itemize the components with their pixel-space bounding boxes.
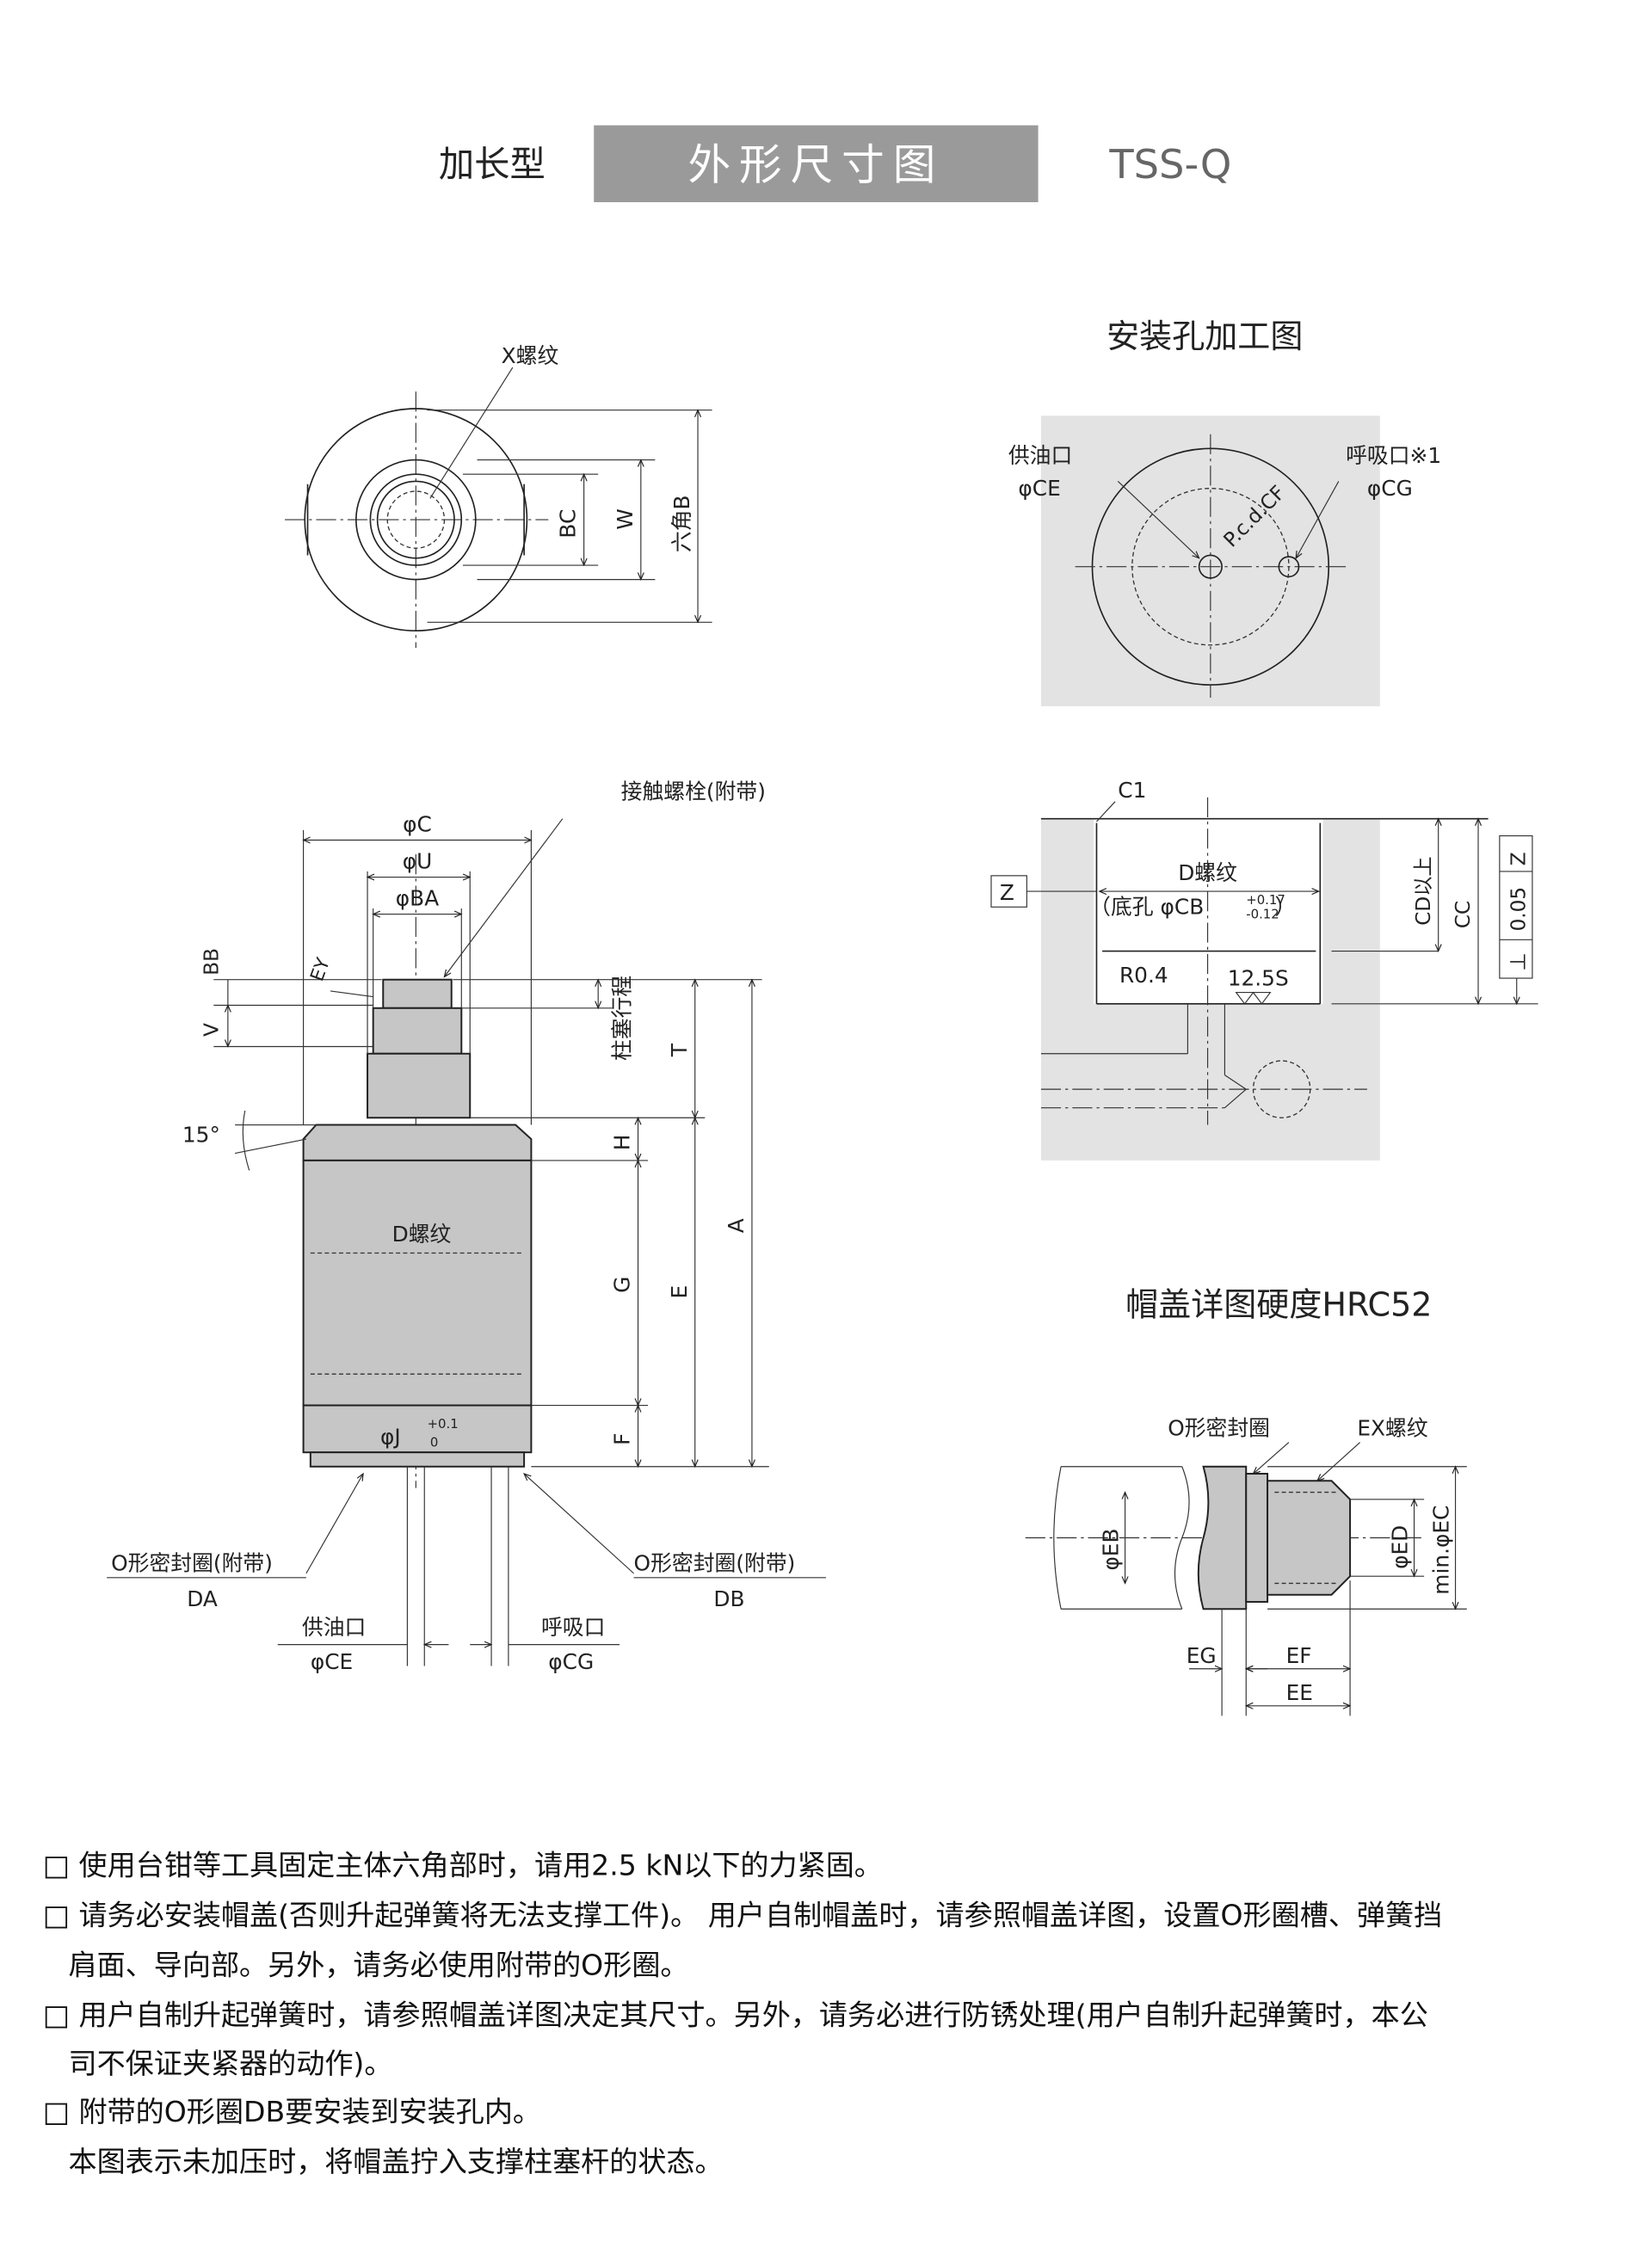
cap-thread-label: EX螺纹 xyxy=(1357,1415,1427,1440)
series-type: 加长型 xyxy=(439,144,546,185)
dim-bb: BB xyxy=(200,948,223,976)
oil-port-dia: φCE xyxy=(1018,476,1060,501)
cap-oring-label: O形密封圈 xyxy=(1168,1415,1270,1440)
note-4: □ 附带的O形圈DB要安装到安装孔内。 xyxy=(43,2095,541,2128)
oring-db-label: O形密封圈(附带) xyxy=(634,1551,796,1576)
perp-datum: Z xyxy=(1507,852,1531,865)
depth-label: CC xyxy=(1452,901,1475,928)
oring-db-code: DB xyxy=(713,1586,744,1611)
dia-j-label: φJ xyxy=(380,1424,401,1449)
notes: □ 使用台钳等工具固定主体六角部时，请用2.5 kN以下的力紧固。 □ 请务必安… xyxy=(43,1849,1442,2178)
pilot-hole-label: （底孔 φCB xyxy=(1089,895,1204,920)
dim-v: V xyxy=(200,1023,223,1037)
note-1: □ 使用台钳等工具固定主体六角部时，请用2.5 kN以下的力紧固。 xyxy=(43,1849,883,1882)
dim-t: T xyxy=(667,1043,692,1057)
note-5: 本图表示未加压时，将帽盖拧入支撑柱塞杆的状态。 xyxy=(68,2145,723,2178)
breath-port-label: 呼吸口※1 xyxy=(1346,443,1441,468)
dim-ee: EE xyxy=(1286,1680,1313,1705)
top-view: X螺纹 BC W 六角B xyxy=(285,343,712,649)
dim-bc: BC xyxy=(556,509,581,539)
side-view: D螺纹 φJ +0.1 0 φC φU φBA 接触螺栓(附带) BB V EY… xyxy=(107,779,827,1674)
chamfer-label: C1 xyxy=(1118,778,1146,803)
side-breath-port-label: 呼吸口 xyxy=(541,1615,605,1640)
depth-min-label: CD以上 xyxy=(1412,856,1435,925)
mount-hole-title: 安装孔加工图 xyxy=(1106,317,1303,355)
angle-label: 15° xyxy=(182,1122,220,1147)
oil-port-label: 供油口 xyxy=(1008,443,1072,468)
thread-x-label: X螺纹 xyxy=(502,343,559,368)
header: 加长型 外形尺寸图 TSS-Q xyxy=(439,125,1231,203)
note-3: □ 用户自制升起弹簧时，请参照帽盖详图决定其尺寸。另外，请务必进行防锈处理(用户… xyxy=(43,1998,1428,2032)
perp-value: 0.05 xyxy=(1507,887,1531,932)
dia-c-label: φC xyxy=(403,812,432,837)
perp-symbol: ⊥ xyxy=(1506,952,1531,971)
side-oil-port-dia: φCE xyxy=(311,1649,353,1674)
dim-e: E xyxy=(667,1285,692,1299)
dia-ed-label: φED xyxy=(1387,1525,1412,1569)
dia-ba-label: φBA xyxy=(396,886,439,911)
model-code: TSS-Q xyxy=(1108,141,1231,188)
cap-detail-title: 帽盖详图硬度HRC52 xyxy=(1125,1285,1432,1323)
dim-g: G xyxy=(610,1277,635,1293)
dia-ec-label: min.φEC xyxy=(1428,1506,1453,1595)
breath-port-dia: φCG xyxy=(1367,476,1413,501)
side-breath-port-dia: φCG xyxy=(548,1649,594,1674)
dim-hex-b: 六角B xyxy=(669,496,694,553)
pilot-close: ） xyxy=(1274,895,1296,920)
mount-section-view: C1 Z D螺纹 （底孔 φCB +0.17 -0.12 ） R0.4 12.5… xyxy=(990,778,1538,1161)
dim-eg: EG xyxy=(1187,1643,1217,1668)
stroke-label: 柱塞行程 xyxy=(610,976,635,1061)
j-tol-upper: +0.1 xyxy=(428,1416,459,1432)
dim-f: F xyxy=(610,1433,635,1445)
note-3-cont: 司不保证夹紧器的动作)。 xyxy=(68,2047,392,2080)
dia-eb-label: φEB xyxy=(1098,1528,1123,1570)
cap-detail-view: 帽盖详图硬度HRC52 O形密封圈 EX螺纹 φEB φED min.φEC E… xyxy=(1025,1285,1467,1716)
roughness-label: 12.5S xyxy=(1228,965,1289,990)
oring-da-label: O形密封圈(附带) xyxy=(111,1551,273,1576)
contact-bolt-label: 接触螺栓(附带) xyxy=(621,779,766,804)
section-thread-label: D螺纹 xyxy=(1178,860,1237,885)
datum-z: Z xyxy=(1000,880,1014,905)
j-tol-lower: 0 xyxy=(430,1435,438,1450)
tol-lower: -0.12 xyxy=(1246,907,1279,922)
mount-hole-view: 安装孔加工图 供油口 φCE 呼吸口※1 φCG P.c.d.CF xyxy=(1008,317,1441,706)
dim-w: W xyxy=(613,508,638,530)
side-oil-port-label: 供油口 xyxy=(302,1615,366,1640)
page-title: 外形尺寸图 xyxy=(687,140,944,190)
oring-da-code: DA xyxy=(187,1586,218,1611)
title-banner xyxy=(594,125,1039,203)
note-2: □ 请务必安装帽盖(否则升起弹簧将无法支撑工件)。 用户自制帽盖时，请参照帽盖详… xyxy=(43,1899,1442,1932)
note-2-cont: 肩面、导向部。另外，请务必使用附带的O形圈。 xyxy=(68,1949,688,1982)
tol-upper: +0.17 xyxy=(1246,892,1285,908)
radius-label: R0.4 xyxy=(1119,963,1168,988)
dim-a: A xyxy=(724,1218,749,1233)
dim-h: H xyxy=(610,1135,635,1151)
body-thread-label: D螺纹 xyxy=(392,1222,452,1247)
dia-u-label: φU xyxy=(403,849,433,874)
dim-ef: EF xyxy=(1286,1643,1312,1668)
